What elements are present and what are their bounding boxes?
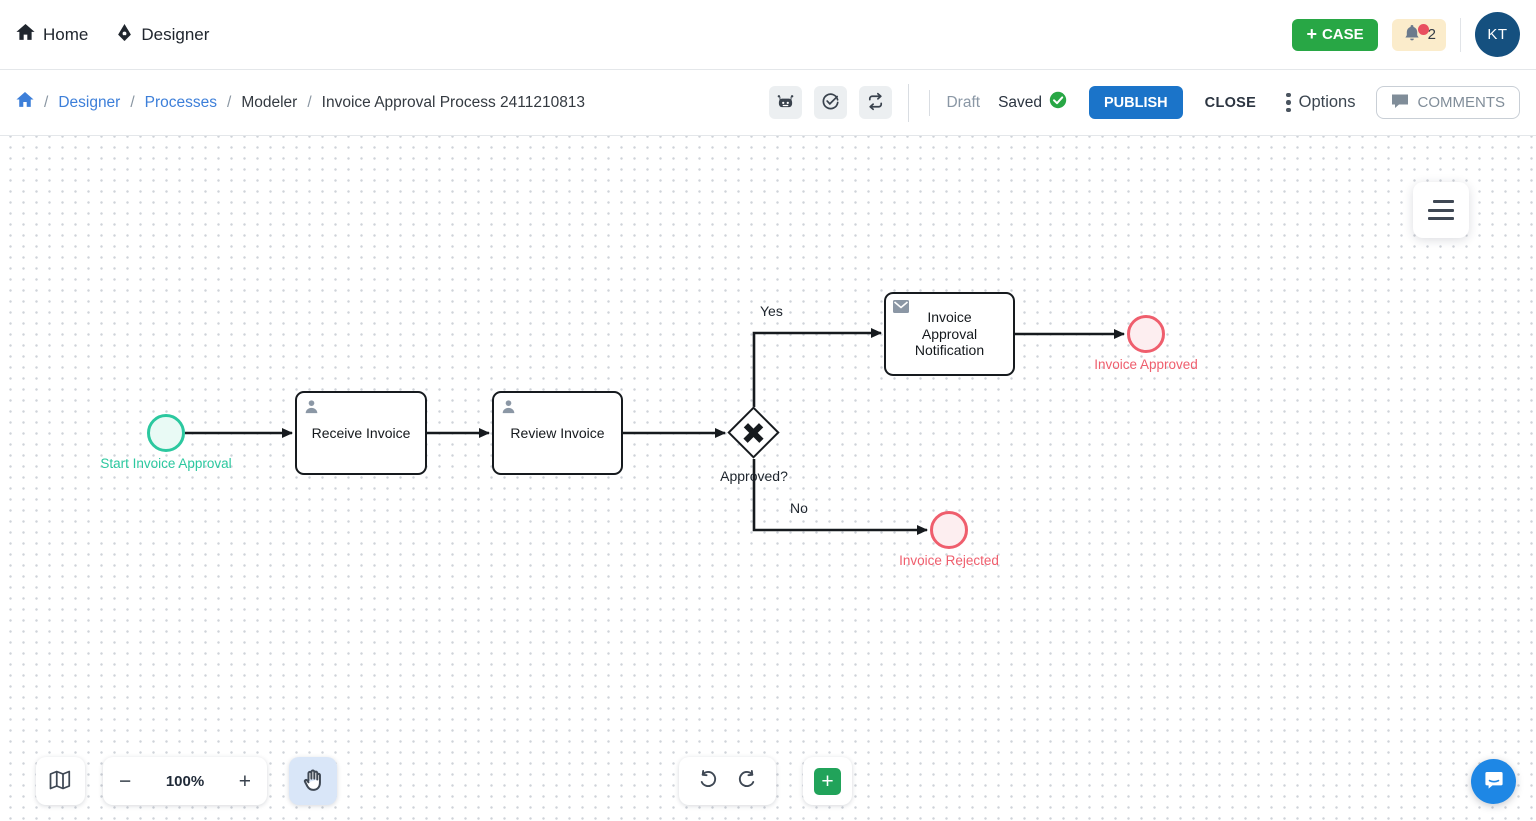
hamburger-icon [1433,200,1454,203]
gateway-label: Approved? [720,468,788,484]
action-toolbar: Draft Saved PUBLISH CLOSE Options COMMEN… [769,83,1520,122]
nav-left: Home Designer [16,23,210,46]
hand-icon [301,768,325,795]
toolbar-divider [929,89,931,116]
notification-count: 2 [1427,26,1436,43]
nav-designer[interactable]: Designer [116,23,210,46]
map-icon [49,770,72,793]
task-review-invoice[interactable]: Review Invoice [492,391,623,475]
nav-home-label: Home [43,24,89,44]
check-circle-icon [821,92,840,114]
branch-yes-label: Yes [760,303,783,319]
breadcrumb-home-icon[interactable] [16,92,34,113]
breadcrumb-modeler: Modeler [241,93,298,111]
zoom-level: 100% [165,772,205,790]
breadcrumb-process-name: Invoice Approval Process 2411210813 [321,93,586,111]
task-label: Invoice Approval Notification [914,308,985,359]
pen-nib-icon [116,23,133,46]
nav-designer-label: Designer [141,24,210,44]
flow-gateway-yes[interactable] [752,328,882,407]
pan-tool-button[interactable] [289,757,337,805]
auto-layout-button[interactable] [859,86,893,119]
ai-assistant-button[interactable] [769,86,803,119]
task-label: Review Invoice [510,424,605,441]
publish-button[interactable]: PUBLISH [1089,86,1183,119]
end-approved-label: Invoice Approved [1094,357,1198,372]
home-icon [16,23,35,46]
avatar-initials: KT [1487,26,1508,43]
close-button[interactable]: CLOSE [1195,95,1266,111]
start-event[interactable] [147,414,185,452]
notification-dot [1417,23,1429,35]
breadcrumb: / Designer / Processes / Modeler / Invoi… [16,92,585,113]
status-saved: Saved [998,91,1067,114]
flow-gateway-no[interactable] [752,459,928,535]
undo-button[interactable] [697,769,719,794]
user-task-icon [501,399,516,419]
vertical-dots-icon [1286,92,1291,113]
redo-icon [736,769,758,794]
breadcrumb-bar: / Designer / Processes / Modeler / Invoi… [0,70,1536,136]
case-button-label: CASE [1321,26,1364,43]
saved-check-icon [1049,91,1067,114]
redo-button[interactable] [736,769,758,794]
comment-bubble-icon [1391,93,1409,113]
minimap-toggle-button[interactable] [36,757,85,805]
comments-button[interactable]: COMMENTS [1375,86,1520,119]
start-event-label: Start Invoice Approval [100,456,232,471]
modeler-canvas[interactable]: Start Invoice Approval Receive Invoice R… [0,136,1536,821]
status-saved-label: Saved [998,93,1043,111]
undo-icon [697,769,719,794]
end-rejected-label: Invoice Rejected [899,553,999,568]
end-event-rejected[interactable] [930,511,968,549]
breadcrumb-separator: / [44,93,49,111]
validate-button[interactable] [814,86,848,119]
new-case-button[interactable]: + CASE [1292,18,1378,51]
breadcrumb-separator: / [227,93,232,111]
chat-launcher-button[interactable] [1471,759,1516,804]
breadcrumb-separator: / [130,93,135,111]
zoom-control: − 100% + [103,757,267,805]
breadcrumb-designer[interactable]: Designer [58,93,121,111]
comments-label: COMMENTS [1417,94,1506,111]
sequence-flows [185,328,1125,535]
notifications-button[interactable]: 2 [1391,18,1446,51]
nav-right: + CASE 2 KT [1292,12,1520,57]
messenger-icon [1482,768,1506,795]
zoom-in-button[interactable]: + [238,769,251,793]
breadcrumb-processes[interactable]: Processes [144,93,218,111]
task-label: Receive Invoice [311,424,411,441]
repeat-arrows-icon [866,92,885,114]
end-event-approved[interactable] [1127,315,1165,353]
user-task-icon [304,399,319,419]
toolbar-divider [908,83,910,122]
plus-icon: + [814,767,841,795]
history-controls [679,757,776,805]
zoom-out-button[interactable]: − [119,769,132,793]
envelope-icon [893,300,909,318]
robot-icon [776,93,795,113]
nav-divider [1460,17,1461,52]
status-draft: Draft [946,93,981,111]
add-element-button[interactable]: + [803,757,852,805]
avatar[interactable]: KT [1475,12,1520,57]
options-button[interactable]: Options [1286,92,1356,113]
breadcrumb-separator: / [307,93,312,111]
plus-icon: + [1306,24,1317,44]
task-receive-invoice[interactable]: Receive Invoice [295,391,427,475]
branch-no-label: No [790,500,808,516]
top-navbar: Home Designer + CASE 2 KT [0,0,1536,70]
options-label: Options [1298,93,1356,111]
canvas-menu-button[interactable] [1413,182,1469,238]
bell-icon [1402,23,1422,47]
nav-home[interactable]: Home [16,23,89,46]
task-invoice-approval-notification[interactable]: Invoice Approval Notification [884,292,1015,376]
